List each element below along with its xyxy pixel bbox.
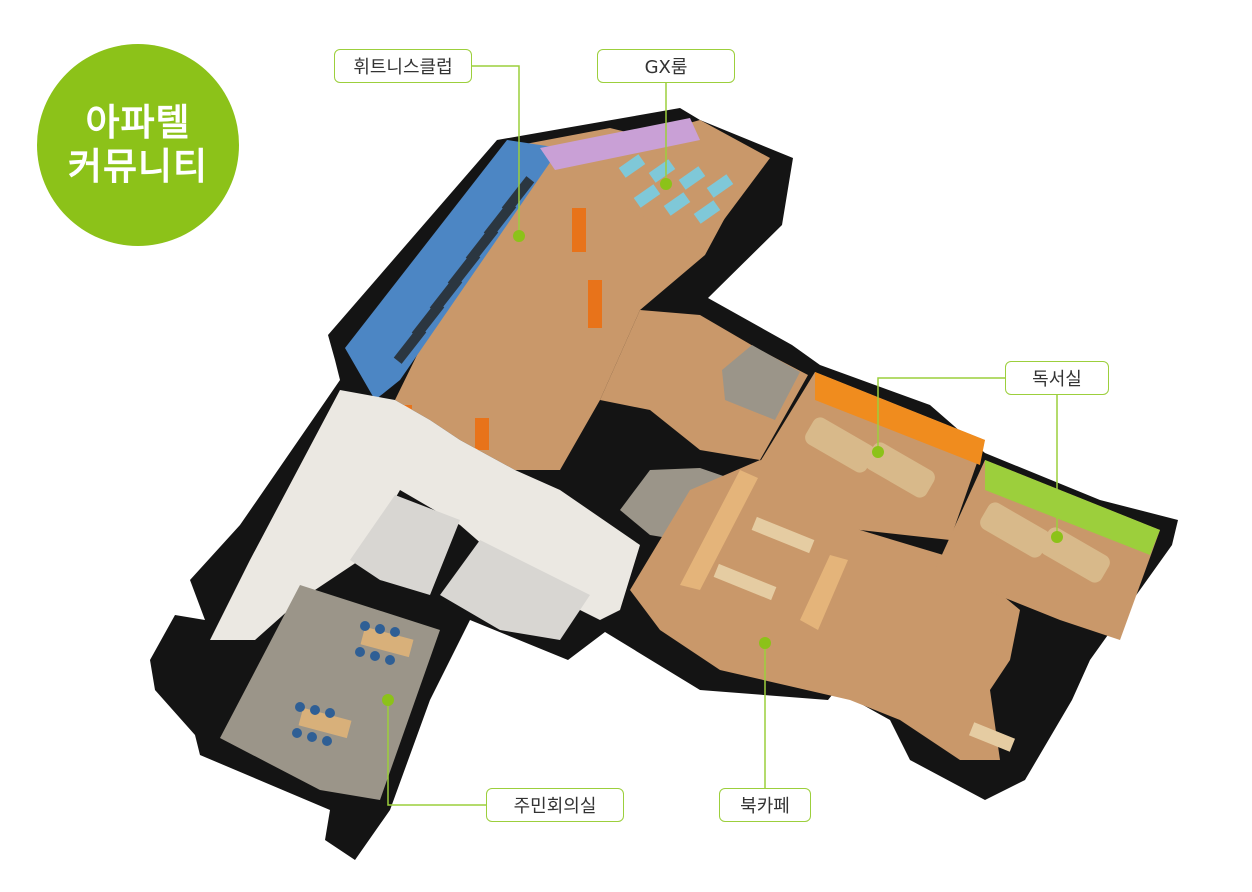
meeting-tables bbox=[298, 626, 414, 739]
toilet-floor-2 bbox=[440, 540, 590, 640]
label-meeting-room: 주민회의실 bbox=[486, 788, 624, 822]
toilet-floor-1 bbox=[350, 495, 460, 595]
gx-mats bbox=[618, 154, 734, 224]
dot-gx bbox=[660, 178, 672, 190]
gx-room-wall bbox=[540, 118, 700, 170]
label-reading-room: 독서실 bbox=[1005, 361, 1109, 395]
dot-reading-b bbox=[1051, 531, 1063, 543]
reading-room-2-wall bbox=[985, 460, 1160, 555]
label-book-cafe: 북카페 bbox=[719, 788, 811, 822]
shower-floor-1 bbox=[722, 345, 800, 420]
leader-meeting bbox=[387, 700, 486, 806]
bookshelf bbox=[680, 470, 848, 630]
leader-fitness bbox=[472, 65, 520, 234]
leader-dots bbox=[382, 178, 1063, 706]
title-badge: 아파텔 커뮤니티 bbox=[37, 44, 239, 246]
meeting-chairs bbox=[292, 621, 400, 746]
label-fitness-club: 휘트니스클럽 bbox=[334, 49, 472, 83]
cafe-tables bbox=[713, 516, 1016, 752]
locker-room-floor bbox=[600, 310, 808, 460]
dot-reading-a bbox=[872, 446, 884, 458]
leader-reading-a bbox=[877, 377, 1005, 451]
reading-room-1-wall bbox=[815, 372, 985, 465]
dot-meeting bbox=[382, 694, 394, 706]
dot-cafe bbox=[759, 637, 771, 649]
label-gx-room: GX룸 bbox=[597, 49, 735, 83]
treadmills bbox=[393, 176, 535, 364]
leader-lines bbox=[387, 65, 1058, 806]
dot-fitness bbox=[513, 230, 525, 242]
title-line-2: 커뮤니티 bbox=[67, 145, 209, 188]
title-line-1: 아파텔 bbox=[85, 101, 191, 144]
